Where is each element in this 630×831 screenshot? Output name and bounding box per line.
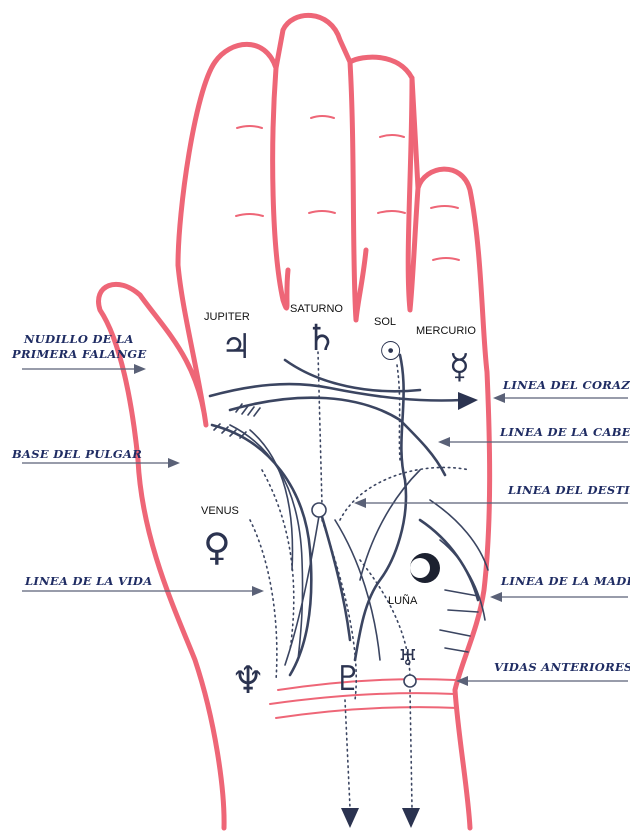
uranus-icon: ♅ bbox=[398, 646, 418, 671]
finger-gaps bbox=[273, 62, 418, 320]
callout-nudillo-2: PRIMERA FALANGE bbox=[11, 347, 147, 361]
venus-icon: ♀ bbox=[203, 525, 231, 569]
callout-linea-cabeza: LINEA DE LA CABEZA bbox=[499, 425, 630, 439]
label-sol: SOL bbox=[374, 316, 396, 328]
pluto-icon: ♇ bbox=[333, 659, 363, 699]
destiny-line bbox=[355, 355, 406, 660]
callout-linea-corazon: LINEA DEL CORAZÓN bbox=[502, 378, 630, 392]
palm-lines bbox=[210, 355, 488, 675]
callout-linea-destino: LINEA DEL DESTINO bbox=[507, 483, 630, 497]
label-saturno: SATURNO bbox=[290, 303, 343, 315]
neptune-icon: ♆ bbox=[231, 658, 265, 702]
label-jupiter: JUPITER bbox=[204, 311, 250, 323]
callout-linea-madre: LINEA DE LA MADRE bbox=[500, 574, 630, 588]
sun-icon: ☉ bbox=[379, 337, 402, 367]
label-venus: VENUS bbox=[201, 505, 239, 517]
destiny-junction-circle bbox=[312, 503, 326, 517]
head-line bbox=[230, 398, 445, 475]
callout-nudillo-1: NUDILLO DE LA bbox=[23, 332, 134, 346]
hand-outline bbox=[178, 15, 490, 828]
jupiter-icon: ♃ bbox=[221, 327, 251, 367]
callout-base-pulgar: BASE DEL PULGAR bbox=[11, 447, 142, 461]
heart-line-arrowhead bbox=[458, 392, 478, 410]
finger-creases bbox=[236, 116, 459, 260]
saturn-icon: ♄ bbox=[305, 318, 337, 359]
moon-icon bbox=[410, 553, 440, 583]
callout-linea-vida: LINEA DE LA VIDA bbox=[24, 574, 152, 588]
label-mercurio: MERCURIO bbox=[416, 325, 476, 337]
label-luna: LUÑA bbox=[388, 594, 418, 607]
wrist-circle bbox=[404, 675, 416, 687]
down-arrow-right bbox=[402, 808, 420, 828]
down-arrow-left bbox=[341, 808, 359, 828]
wrist-creases bbox=[270, 679, 458, 718]
mercury-icon: ☿ bbox=[449, 347, 470, 387]
callout-vidas-anteriores: VIDAS ANTERIORES bbox=[494, 660, 630, 674]
